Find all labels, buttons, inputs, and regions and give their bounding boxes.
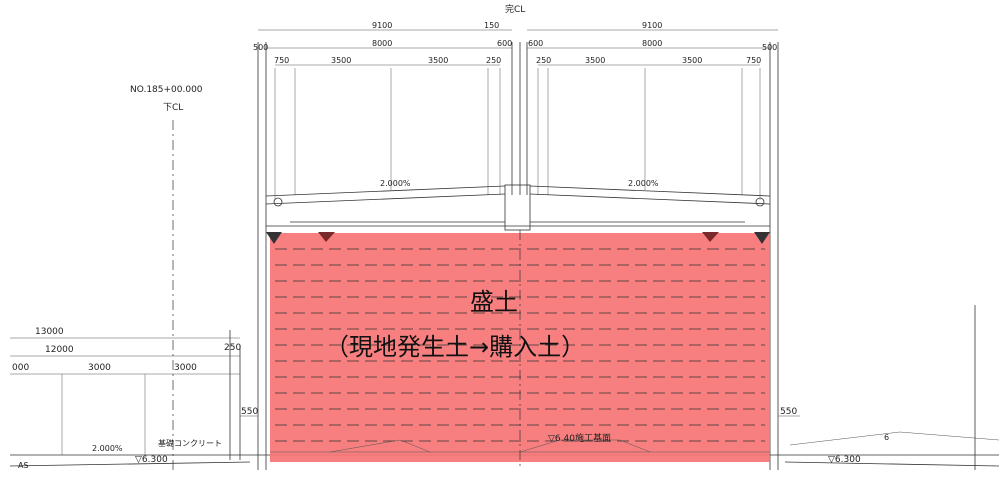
dim-600-left: 600 — [497, 39, 512, 48]
dim-600-right: 600 — [528, 39, 543, 48]
dim-250-left: 250 — [486, 56, 501, 65]
dim-3500-left-b: 3500 — [428, 56, 448, 65]
dim-500-left: 500 — [253, 43, 268, 52]
dim-8000-right: 8000 — [642, 39, 662, 48]
slope-left-label: 2.000% — [380, 179, 411, 188]
fill-layer-lines — [270, 230, 770, 470]
right-inner-haunch — [702, 232, 719, 242]
dim-550-right: 550 — [780, 407, 797, 417]
top-centerline-label: 完CL — [505, 3, 525, 15]
right-mark: 6 — [884, 433, 889, 442]
dim-750-left: 750 — [274, 56, 289, 65]
dim-8000-left: 8000 — [372, 39, 392, 48]
as-label: AS — [18, 461, 29, 470]
foundation-label: 基礎コンクリート — [158, 438, 222, 448]
left-centerline-label: 下CL — [163, 103, 183, 113]
dim-9100-right: 9100 — [642, 21, 662, 30]
dim-3000-b: 3000 — [174, 363, 197, 373]
slope-right-label: 2.000% — [628, 179, 659, 188]
fill-title: 盛土 — [470, 288, 518, 316]
dim-150-center: 150 — [484, 21, 499, 30]
left-inner-haunch — [318, 232, 335, 242]
left-haunch-mark — [266, 232, 282, 244]
level-left: ▽6.300 — [135, 455, 168, 465]
right-haunch-mark — [754, 232, 770, 244]
dim-3000-a: 3000 — [88, 363, 111, 373]
slope-left-ground: 2.000% — [92, 444, 123, 453]
dim-9100-left: 9100 — [372, 21, 392, 30]
fill-subtitle: （現地発生土→購入土） — [325, 333, 585, 361]
dim-3500-left-a: 3500 — [331, 56, 351, 65]
dim-750-right: 750 — [746, 56, 761, 65]
left-station-label: NO.185+00.000 — [130, 85, 203, 95]
dim-550-left: 550 — [241, 407, 258, 417]
dim-3500-right-a: 3500 — [585, 56, 605, 65]
dim-13000: 13000 — [35, 327, 64, 337]
dim-12000: 12000 — [45, 345, 74, 355]
structure-lines — [9, 29, 999, 470]
dim-500-right: 500 — [762, 43, 777, 52]
dim-250-right: 250 — [536, 56, 551, 65]
fill-area — [270, 233, 770, 462]
construction-base-label: ▽6.40施工基面 — [548, 432, 611, 444]
level-right: ▽6.300 — [828, 455, 861, 465]
dim-3500-right-b: 3500 — [682, 56, 702, 65]
dim-250-side: 250 — [224, 343, 241, 353]
dim-000: 000 — [12, 363, 29, 373]
